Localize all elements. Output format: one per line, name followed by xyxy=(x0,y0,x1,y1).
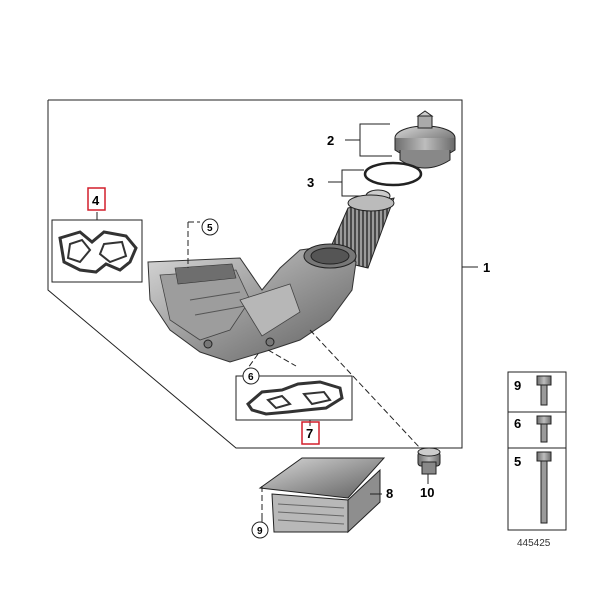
fastener-legend: 9 6 5 xyxy=(507,371,567,531)
bolt-5-icon xyxy=(536,451,552,524)
filter-cap-o-ring xyxy=(363,161,423,187)
callout-4: 4 xyxy=(92,193,100,208)
bolt-9-icon xyxy=(536,375,552,406)
oil-pressure-sensor xyxy=(417,447,441,475)
assembly-frame xyxy=(47,99,463,449)
gasket-7-box xyxy=(235,375,353,421)
callout-5-circle xyxy=(201,218,219,236)
callout-2: 2 xyxy=(327,133,334,148)
gasket-4-box xyxy=(51,219,143,283)
reference-number: 445425 xyxy=(517,538,551,549)
callout-9: 9 xyxy=(257,526,263,537)
callout-6: 6 xyxy=(248,372,254,383)
legend-label-6: 6 xyxy=(514,416,521,431)
callouts: 1 2 3 8 10 4 7 5 6 9 xyxy=(87,133,490,539)
callout-3: 3 xyxy=(307,175,314,190)
callout-5: 5 xyxy=(207,223,213,234)
callout-8: 8 xyxy=(386,486,393,501)
callout-1: 1 xyxy=(483,260,490,275)
callout-9-circle xyxy=(251,521,269,539)
dash-lines xyxy=(187,221,421,520)
oil-cooler xyxy=(258,457,386,534)
legend-label-9: 9 xyxy=(514,378,521,393)
leader-lines xyxy=(96,123,478,522)
callout-4-highlight xyxy=(87,187,106,211)
callout-6-circle xyxy=(242,367,260,385)
filter-cap xyxy=(394,110,456,169)
callout-7-highlight xyxy=(301,421,320,445)
legend-label-5: 5 xyxy=(514,454,521,469)
callout-10: 10 xyxy=(420,485,434,500)
bolt-6-icon xyxy=(536,415,552,443)
oil-filter-housing xyxy=(147,243,357,363)
callout-7: 7 xyxy=(306,426,313,441)
